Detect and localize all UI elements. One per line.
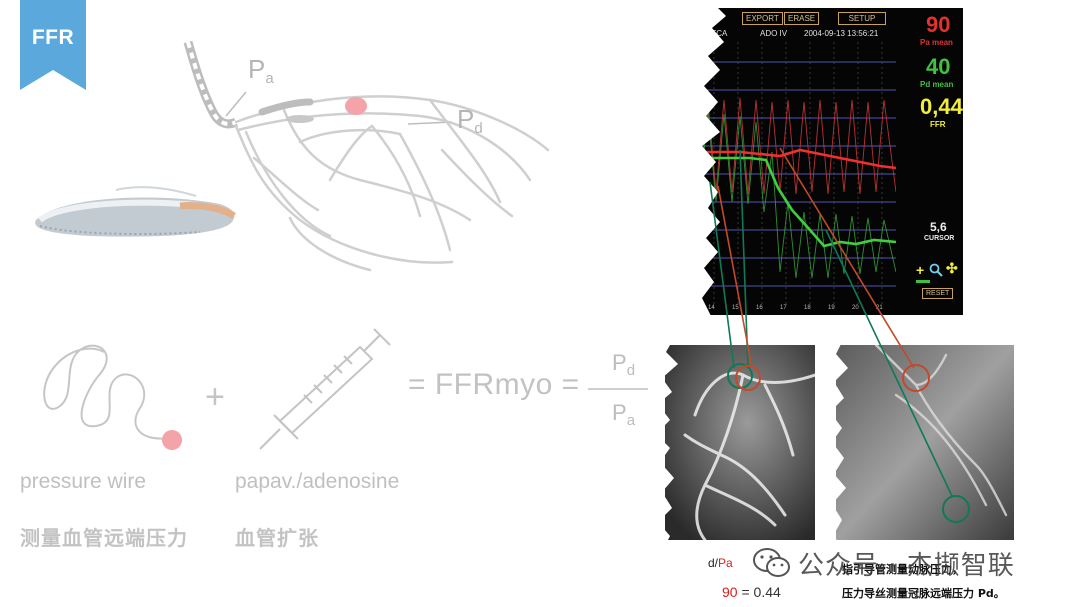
pa-mean-label: Pa mean — [920, 38, 953, 47]
add-cursor-icon[interactable]: + — [916, 262, 925, 278]
drug-label: papav./adenosine — [235, 470, 400, 493]
pa-mean-value: 90 — [926, 12, 951, 37]
ffr-value: 0,44 — [920, 94, 963, 119]
watermark-text: 公众号 · 杰撷智联 — [798, 551, 1015, 581]
pressure-wire-label: pressure wire — [20, 470, 147, 493]
fraction-bar — [588, 388, 654, 390]
drug-caption-cn: 血管扩张 — [235, 526, 319, 550]
setup-button[interactable]: SETUP — [838, 12, 886, 25]
drug-mode-text: ADO IV — [760, 29, 788, 38]
pd-mean-value: 40 — [926, 54, 951, 79]
x-tick: 18 — [804, 305, 811, 311]
x-tick: 19 — [828, 305, 835, 311]
syringe-illustration — [259, 328, 391, 450]
fraction-denominator: Pa — [612, 400, 636, 429]
caption-right-top: 指引导管测量动脉压力， — [842, 563, 963, 576]
cursor-indicator-bar — [916, 280, 930, 283]
pressure-wire-caption-cn: 测量血管远端压力 — [20, 526, 188, 550]
x-tick: 17 — [780, 305, 787, 311]
ffr-equation-text: = FFRmyo = — [408, 368, 580, 401]
coronary-artery-sketch — [35, 40, 550, 272]
torn-edge-right — [822, 338, 848, 548]
cursor-value: 5,6 — [930, 220, 947, 234]
ffr-badge-ribbon — [20, 0, 86, 90]
pressure-wire-coil-illustration — [43, 344, 182, 450]
ffr-badge-text: FFR — [31, 26, 75, 49]
x-tick: 21 — [876, 305, 883, 311]
zoom-icon[interactable] — [929, 263, 943, 277]
erase-button[interactable]: ERASE — [784, 12, 820, 25]
caption-right-bottom: 压力导丝测量冠脉远端压力 Pd。 — [842, 587, 1005, 600]
pa-label: Pa — [248, 54, 274, 87]
ffr-label: FFR — [930, 120, 946, 129]
pan-icon[interactable]: ✣ — [946, 260, 958, 276]
angiogram-left — [665, 345, 815, 540]
cursor-label: CURSOR — [924, 235, 955, 242]
timestamp-text: 2004-09-13 13:56:21 — [804, 29, 879, 38]
reset-button[interactable]: RESET — [922, 288, 954, 299]
caption-left-bottom: 90 = 0.44 — [722, 584, 781, 600]
export-button[interactable]: EXPORT — [742, 12, 783, 25]
angiogram-right — [836, 345, 1014, 540]
x-tick: 16 — [756, 305, 763, 311]
pd-mean-label: Pd mean — [920, 80, 954, 89]
pd-label: Pd — [457, 104, 483, 137]
plus-sign: + — [205, 378, 225, 416]
caption-left-top: d/Pa — [708, 556, 733, 570]
ffr-monitor-screen: EXPORT ERASE SETUP PTCA ADO IV 2004-09-1… — [700, 8, 963, 315]
torn-edge-left — [648, 338, 678, 548]
torn-edge-monitor — [690, 6, 726, 318]
x-tick: 15 — [732, 305, 739, 311]
fraction-numerator: Pd — [612, 350, 636, 379]
wechat-icon — [753, 548, 790, 577]
x-tick: 20 — [852, 305, 859, 311]
